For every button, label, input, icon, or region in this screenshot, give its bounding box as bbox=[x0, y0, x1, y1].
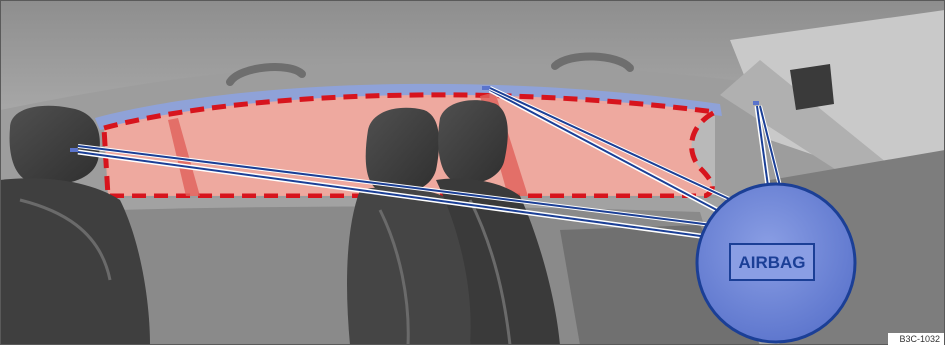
airbag-label: AIRBAG bbox=[738, 253, 805, 272]
front-seat-headrest-right bbox=[438, 100, 508, 183]
front-seat-headrest-left bbox=[366, 108, 439, 194]
rear-seat-headrest bbox=[10, 106, 100, 184]
airbag-module-marker-rear bbox=[70, 148, 78, 152]
airbag-module-marker-middle bbox=[482, 86, 490, 90]
airbag-module-marker-front bbox=[753, 101, 759, 105]
rear-view-mirror bbox=[790, 64, 834, 110]
figure-code: B3C-1032 bbox=[899, 334, 940, 344]
